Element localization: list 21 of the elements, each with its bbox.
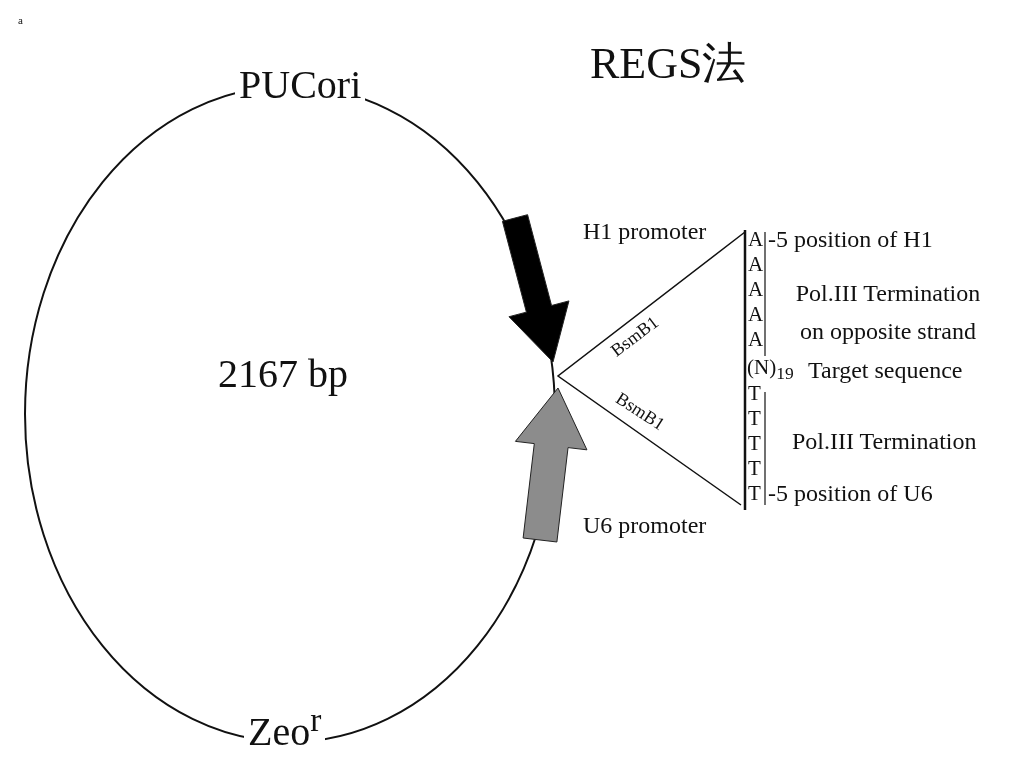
annotation-text: Pol.III Termination [792,428,977,455]
base-letter: T [748,407,761,431]
annotation-text: -5 position of H1 [768,226,933,253]
sequence-label: (N)$_{19}$ [747,356,794,384]
base-letter: T [748,382,761,406]
base-letter: T [748,457,761,481]
promoter-label: H1 promoter [583,218,707,245]
size-label: 2167 bp [218,352,348,396]
base-letter: A [748,303,764,327]
base-letter: A [748,328,764,352]
base-letter: A [748,278,764,302]
annotation-text: -5 position of U6 [768,480,933,507]
base-letter: A [748,253,764,277]
base-letter: T [748,432,761,456]
promoter-label: U6 promoter [583,512,707,539]
base-letter: A [748,228,764,252]
title: REGS法 [590,40,747,89]
base-letter: T [748,482,761,506]
annotation-text: Pol.III Termination on opposite strand [794,279,982,346]
panel-letter: a [18,14,23,27]
annotation-text: Target sequence [808,357,963,384]
